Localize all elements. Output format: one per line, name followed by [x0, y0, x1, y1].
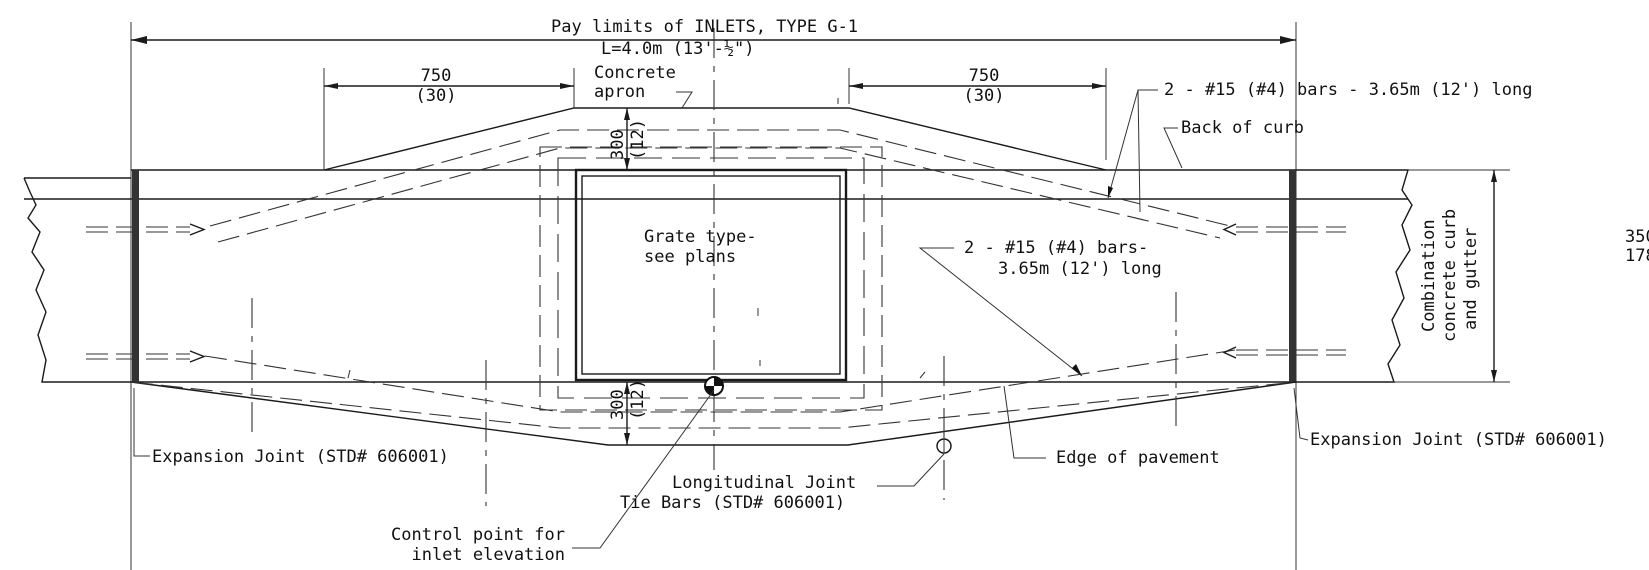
dimension-300-bottom: [624, 382, 630, 445]
edge-of-pavement-label: Edge of pavement: [1056, 448, 1220, 468]
top-bars: [209, 129, 1231, 243]
inlet-outer-dashed: [539, 146, 883, 411]
control-point-label-2: inlet elevation: [411, 545, 565, 565]
tick-marks: [347, 98, 926, 379]
longitudinal-joint-label-1: Longitudinal Joint: [672, 473, 856, 493]
dimension-750-right: [848, 68, 1107, 160]
curb-label-3: and gutter: [1461, 228, 1481, 330]
right-cut-text-1: 350: [1625, 227, 1649, 247]
leader-lines: [133, 89, 1309, 549]
bars-mid-label-2: 3.65m (12') long: [998, 259, 1162, 279]
dimension-750-left: [323, 68, 575, 170]
dimension-curb-height: [1394, 169, 1510, 383]
dim-30-right: (30): [964, 86, 1005, 106]
grate-label-1: Grate type-: [644, 227, 757, 247]
apron-bottom-outline: [130, 381, 1297, 446]
expansion-joint-right-label: Expansion Joint (STD# 606001): [1310, 430, 1607, 450]
dimension-300-top: [624, 108, 630, 170]
right-cut-text-2: 178: [1625, 246, 1649, 266]
concrete-apron-label-1: Concrete: [594, 63, 676, 83]
expansion-joint-right: [1289, 170, 1296, 382]
inlet-inner-dashed: [557, 157, 865, 399]
expansion-joint-left-label: Expansion Joint (STD# 606001): [152, 447, 449, 467]
dim-12-bottom: (12): [628, 379, 648, 420]
curb-label-1: Combination: [1419, 219, 1439, 332]
dim-30-left: (30): [416, 86, 457, 106]
dim-300-bottom: 300: [608, 389, 628, 420]
dim-750-right: 750: [969, 66, 1000, 86]
dim-300-top: 300: [608, 129, 628, 160]
right-break-line: [1296, 169, 1413, 383]
bars-mid-label-1: 2 - #15 (#4) bars-: [964, 238, 1148, 258]
control-point-symbol: [704, 376, 724, 396]
back-of-curb-label: Back of curb: [1181, 118, 1304, 138]
dim-12-top: (12): [628, 119, 648, 160]
length-label: L=4.0m (13'-½"): [601, 39, 755, 59]
left-break-line: [23, 177, 131, 383]
bottom-bars: [130, 349, 1297, 429]
centerlines: [251, 28, 1177, 506]
expansion-joint-left: [132, 170, 139, 382]
bars-top-label: 2 - #15 (#4) bars - 3.65m (12') long: [1164, 80, 1532, 100]
grate-label-2: see plans: [644, 247, 736, 267]
longitudinal-joint-label-2: Tie Bars (STD# 606001): [620, 493, 845, 513]
dim-750-left: 750: [421, 66, 452, 86]
grate: [574, 168, 848, 382]
curb-label-2: concrete curb: [1440, 209, 1460, 342]
control-point-label-1: Control point for: [391, 525, 565, 545]
dowel-bars: [86, 223, 1346, 363]
pay-limits-label: Pay limits of INLETS, TYPE G-1: [551, 17, 858, 37]
concrete-apron-label-2: apron: [594, 82, 645, 102]
apron-top-outline: [323, 107, 1107, 171]
